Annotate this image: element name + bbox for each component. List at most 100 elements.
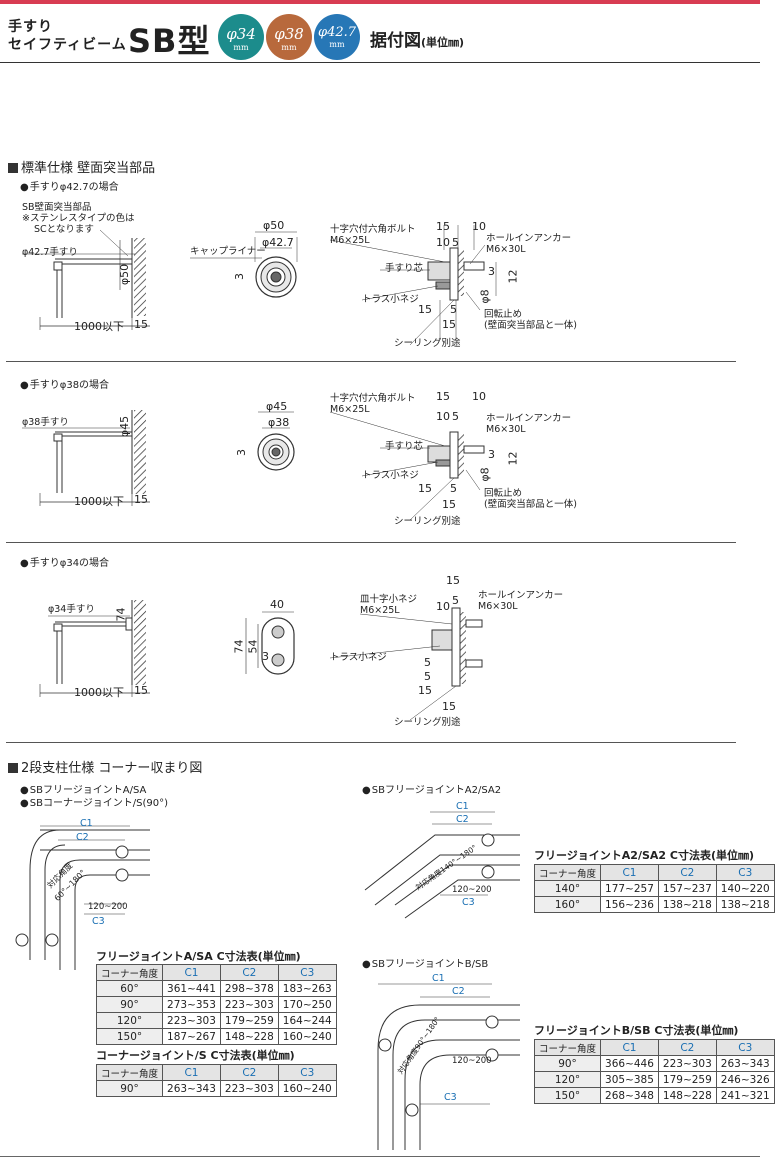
case1-anchor: ホールインアンカー bbox=[486, 233, 572, 244]
case2-label: 手すりφ38の場合 bbox=[20, 376, 109, 391]
table-a2-title: フリージョイントA2/SA2 C寸法表(単位㎜) bbox=[534, 849, 755, 862]
case3-d15a: 15 bbox=[446, 574, 460, 587]
case3-truss: トラス小ネジ bbox=[330, 652, 387, 663]
case1-core: 手すり芯 bbox=[385, 263, 424, 274]
case2-d5b: 5 bbox=[450, 482, 457, 495]
table-a-title: フリージョイントA/SA C寸法表(単位㎜) bbox=[96, 950, 301, 963]
b-c2: C2 bbox=[452, 986, 465, 997]
case2-d15c: 15 bbox=[442, 498, 456, 511]
case2-d10b: 10 bbox=[436, 410, 450, 423]
case1-d10b: 10 bbox=[436, 236, 450, 249]
case1-note2: ※ステンレスタイプの色は bbox=[22, 213, 135, 224]
case2-seal: シーリング別途 bbox=[394, 516, 461, 527]
divider-1 bbox=[6, 361, 736, 362]
case1-rail-label: φ42.7手すり bbox=[22, 247, 78, 258]
case1-sec-inner: φ42.7 bbox=[262, 236, 294, 249]
case3-sec-w: 40 bbox=[270, 598, 284, 611]
section1-title: 標準仕様 壁面突当部品 bbox=[8, 157, 155, 176]
case2-truss: トラス小ネジ bbox=[362, 470, 419, 481]
case1-d15c: 15 bbox=[442, 318, 456, 331]
joint-b-label: SBフリージョイントB/SB bbox=[362, 955, 488, 970]
case3-len: 1000以下 bbox=[74, 686, 124, 699]
a2-c1: C1 bbox=[456, 801, 469, 812]
case2-d3: 3 bbox=[488, 448, 495, 461]
section2-title: 2段支柱仕様 コーナー収まり図 bbox=[8, 757, 202, 776]
divider-3 bbox=[6, 742, 736, 743]
case2-stop2: (壁面突当部品と一体) bbox=[484, 499, 577, 510]
joint-a-label: SBフリージョイントA/SA bbox=[20, 781, 147, 796]
case1-note3: SCとなります bbox=[34, 224, 94, 235]
case1-stop2: (壁面突当部品と一体) bbox=[484, 320, 577, 331]
case1-bolt: 十字穴付六角ボルト bbox=[330, 224, 416, 235]
corner-joint-label: SBコーナージョイント/S(90°) bbox=[20, 794, 168, 809]
case1-d15b: 15 bbox=[418, 303, 432, 316]
case3-screw-size: M6×25L bbox=[360, 605, 400, 616]
case3-seal: シーリング別途 bbox=[394, 717, 461, 728]
case2-rail-label: φ38手すり bbox=[22, 417, 69, 428]
case1-d15a: 15 bbox=[436, 220, 450, 233]
table-b-title: フリージョイントB/SB C寸法表(単位㎜) bbox=[534, 1024, 739, 1037]
bottom-divider bbox=[0, 1156, 760, 1157]
case1-d3: 3 bbox=[488, 265, 495, 278]
case2-gap: 15 bbox=[134, 493, 148, 506]
left-c2: C2 bbox=[76, 832, 89, 843]
case1-sec-outer: φ50 bbox=[263, 219, 285, 232]
case2-d15a: 15 bbox=[436, 390, 450, 403]
case1-d5b: 5 bbox=[450, 303, 457, 316]
divider-2 bbox=[6, 542, 736, 543]
case3-d15b: 15 bbox=[418, 684, 432, 697]
case3-anchor-size: M6×30L bbox=[478, 601, 518, 612]
case1-label: 手すりφ42.7の場合 bbox=[20, 178, 119, 193]
case2-anchor: ホールインアンカー bbox=[486, 413, 572, 424]
case3-d5c: 5 bbox=[424, 670, 431, 683]
joint-a2-label: SBフリージョイントA2/SA2 bbox=[362, 781, 501, 796]
a2-c2: C2 bbox=[456, 814, 469, 825]
left-c1: C1 bbox=[80, 818, 93, 829]
case2-anchor-size: M6×30L bbox=[486, 424, 526, 435]
case1-cap-liner: キャップライナー bbox=[190, 246, 266, 257]
case3-d10a: 10 bbox=[436, 600, 450, 613]
case1-anchor-size: M6×30L bbox=[486, 244, 526, 255]
case2-d5a: 5 bbox=[452, 410, 459, 423]
case3-anchor: ホールインアンカー bbox=[478, 590, 564, 601]
header-divider bbox=[0, 62, 760, 63]
b-c1: C1 bbox=[432, 973, 445, 984]
case3-screw: 皿十字小ネジ bbox=[360, 594, 418, 605]
case2-d15b: 15 bbox=[418, 482, 432, 495]
case2-len: 1000以下 bbox=[74, 495, 124, 508]
case2-d10a: 10 bbox=[472, 390, 486, 403]
header-line2: セイフティビーム bbox=[8, 37, 127, 53]
case3-d5b: 5 bbox=[424, 656, 431, 669]
case2-stop1: 回転止め bbox=[484, 488, 523, 499]
case3-gap: 15 bbox=[134, 684, 148, 697]
case3-d15c: 15 bbox=[442, 700, 456, 713]
b-dim: 120~200 bbox=[452, 1056, 492, 1066]
header-line1: 手すり bbox=[8, 19, 53, 35]
case1-seal: シーリング別途 bbox=[394, 338, 461, 349]
case2-sec-inner: φ38 bbox=[268, 416, 290, 429]
case1-len: 1000以下 bbox=[74, 320, 124, 333]
left-dim: 120~200 bbox=[88, 902, 128, 912]
case1-d5a: 5 bbox=[452, 236, 459, 249]
case2-bolt-size: M6×25L bbox=[330, 404, 370, 415]
case3-sec-3: 3 bbox=[262, 650, 269, 663]
page-title: 据付図(単位㎜) bbox=[370, 31, 465, 51]
case1-bolt-size: M6×25L bbox=[330, 235, 370, 246]
